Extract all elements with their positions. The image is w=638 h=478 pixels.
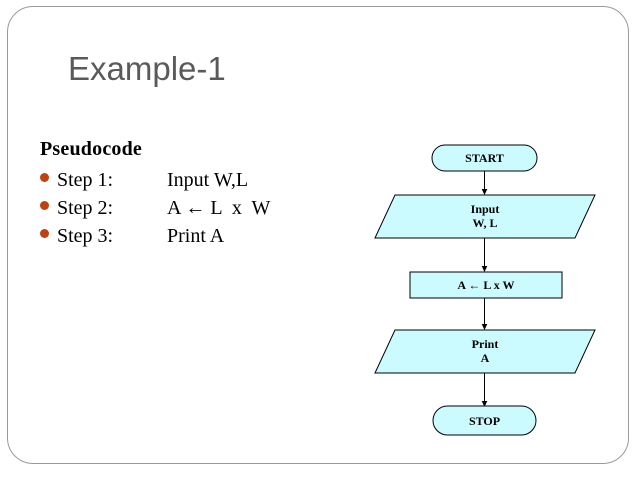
step-label: Step 2: [57,197,114,219]
pseudocode-heading: Pseudocode [40,138,142,160]
page-title: Example-1 [68,50,226,87]
list-item: Step 1: Input W,L [40,169,360,192]
flow-node-process [409,271,563,299]
list-item: Step 3: Print A [40,225,360,248]
list-item: Step 2: A ← L x W [40,197,360,220]
flow-node-stop [432,405,537,436]
step-label: Step 1: [57,169,114,191]
step-body: A ← L x W [167,197,271,219]
step-label: Step 3: [57,225,114,247]
flow-node-print [374,329,596,374]
flowchart: START Input W, L A ← L x W Print A STOP [360,138,610,448]
pseudocode-block: Pseudocode Step 1: Input W,L Step 2: A ←… [40,138,360,253]
bullet-icon [40,173,49,182]
flow-node-input [374,194,596,239]
flowchart-svg [374,144,596,436]
bullet-icon [40,229,49,238]
step-body: Input W,L [167,169,249,191]
step-body: Print A [167,225,225,247]
flow-node-start [431,144,538,172]
bullet-icon [40,201,49,210]
